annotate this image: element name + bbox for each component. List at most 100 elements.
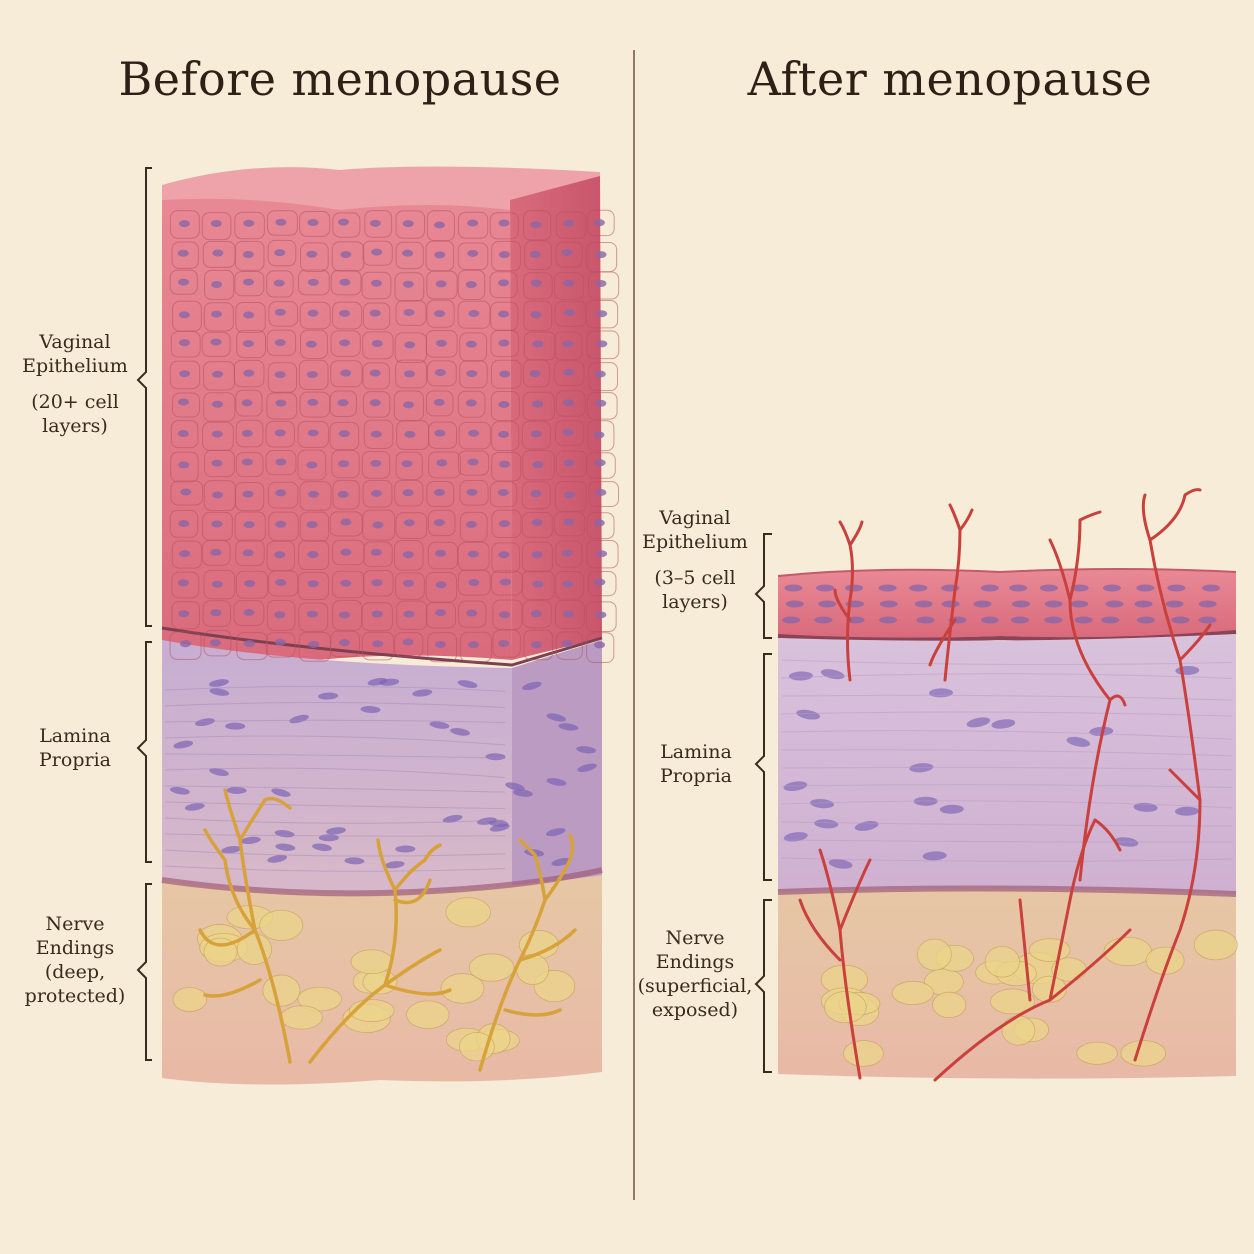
cell-outline	[169, 631, 202, 660]
cell-outline	[586, 392, 618, 420]
cell-outline	[235, 301, 266, 333]
cell-nucleus-icon	[243, 369, 255, 377]
fat-cell	[916, 938, 952, 971]
cell-outline	[331, 241, 365, 272]
cell-nucleus-icon	[596, 550, 608, 558]
cell-nucleus-icon	[178, 519, 190, 527]
cell-outline	[489, 212, 519, 240]
cell-outline	[587, 420, 615, 452]
fiber-line	[164, 865, 506, 872]
cell-nucleus-icon	[274, 638, 286, 646]
cell-nucleus-icon	[306, 371, 318, 379]
cell-nucleus-icon	[209, 639, 221, 647]
fiber-line	[781, 749, 1233, 757]
cell-outline	[394, 272, 425, 302]
after-tissue-block	[777, 488, 1238, 1082]
fat-cell	[172, 986, 208, 1012]
cell-outline	[395, 210, 426, 239]
cell-outline	[203, 569, 236, 600]
fiber-line	[781, 839, 1233, 843]
cell-outline	[490, 359, 522, 389]
fiber-line	[781, 659, 1233, 666]
cell-nucleus-icon	[532, 580, 544, 588]
fat-cell	[1193, 929, 1238, 961]
cell-outline	[586, 209, 615, 237]
cell-nucleus-icon	[211, 491, 223, 499]
cell-nucleus-icon	[1198, 616, 1217, 624]
cell-nucleus-icon	[466, 609, 478, 617]
cell-outline	[170, 480, 204, 506]
cell-nucleus-icon	[241, 399, 253, 407]
cell-nucleus-icon	[489, 823, 510, 832]
cell-nucleus-icon	[466, 370, 478, 378]
cell-outline	[555, 241, 583, 268]
cell-nucleus-icon	[435, 549, 447, 557]
cell-nucleus-icon	[370, 459, 382, 467]
cell-nucleus-icon	[305, 340, 317, 348]
cell-outline	[362, 302, 391, 330]
cell-outline	[362, 570, 394, 597]
cell-nucleus-icon	[1102, 584, 1121, 592]
cell-nucleus-icon	[498, 339, 510, 347]
cell-outline	[491, 240, 522, 272]
cell-outline	[265, 632, 296, 658]
cell-nucleus-icon	[372, 640, 384, 648]
cell-outline	[553, 360, 585, 387]
cell-outline	[266, 392, 298, 420]
cell-nucleus-icon	[384, 861, 405, 869]
cell-outline	[457, 390, 486, 418]
cell-nucleus-icon	[1134, 600, 1153, 608]
cell-outline	[522, 450, 555, 481]
cell-outline	[332, 212, 361, 238]
before-epithelial-cells	[169, 209, 620, 664]
cell-nucleus-icon	[435, 339, 447, 347]
cell-nucleus-icon	[243, 311, 255, 319]
cell-nucleus-icon	[338, 460, 350, 468]
cell-nucleus-icon	[498, 310, 510, 318]
cell-outline	[169, 269, 198, 295]
cell-nucleus-icon	[530, 279, 542, 287]
cell-nucleus-icon	[402, 249, 414, 257]
cell-outline	[524, 240, 552, 271]
cell-nucleus-icon	[563, 219, 575, 227]
cell-nucleus-icon	[434, 368, 446, 376]
fiber-line	[781, 857, 1233, 862]
cell-nucleus-icon	[370, 489, 382, 497]
after-lamina-label: Lamina Propria	[660, 741, 732, 787]
cell-nucleus-icon	[307, 429, 319, 437]
cell-nucleus-icon	[788, 671, 813, 681]
cell-outline	[588, 362, 618, 392]
cell-nucleus-icon	[240, 836, 261, 845]
cell-nucleus-icon	[306, 610, 318, 618]
cell-nucleus-icon	[796, 709, 821, 720]
cell-nucleus-icon	[1070, 584, 1089, 592]
cell-outline	[555, 420, 585, 446]
cell-nucleus-icon	[289, 714, 309, 724]
cell-outline	[586, 632, 615, 664]
cell-nucleus-icon	[209, 688, 230, 696]
nerve-branch-icon	[798, 848, 872, 1080]
cell-outline	[235, 570, 269, 599]
cell-nucleus-icon	[184, 803, 205, 811]
cell-outline	[300, 329, 328, 359]
cell-outline	[203, 629, 232, 657]
cell-nucleus-icon	[402, 280, 414, 288]
cell-nucleus-icon	[1171, 616, 1190, 624]
cell-outline	[234, 511, 266, 542]
cell-nucleus-icon	[308, 640, 320, 648]
cell-nucleus-icon	[1074, 616, 1093, 624]
cell-nucleus-icon	[558, 723, 579, 731]
cell-outline	[427, 541, 458, 570]
cell-nucleus-icon	[306, 250, 318, 258]
cell-nucleus-icon	[1009, 584, 1028, 592]
cell-outline	[330, 330, 361, 357]
cell-nucleus-icon	[401, 460, 413, 468]
cell-nucleus-icon	[404, 341, 416, 349]
cell-outline	[555, 570, 584, 600]
cell-outline	[299, 301, 331, 330]
cell-nucleus-icon	[593, 431, 605, 439]
cell-outline	[362, 362, 390, 390]
cell-nucleus-icon	[814, 616, 833, 624]
cell-nucleus-icon	[360, 705, 381, 714]
